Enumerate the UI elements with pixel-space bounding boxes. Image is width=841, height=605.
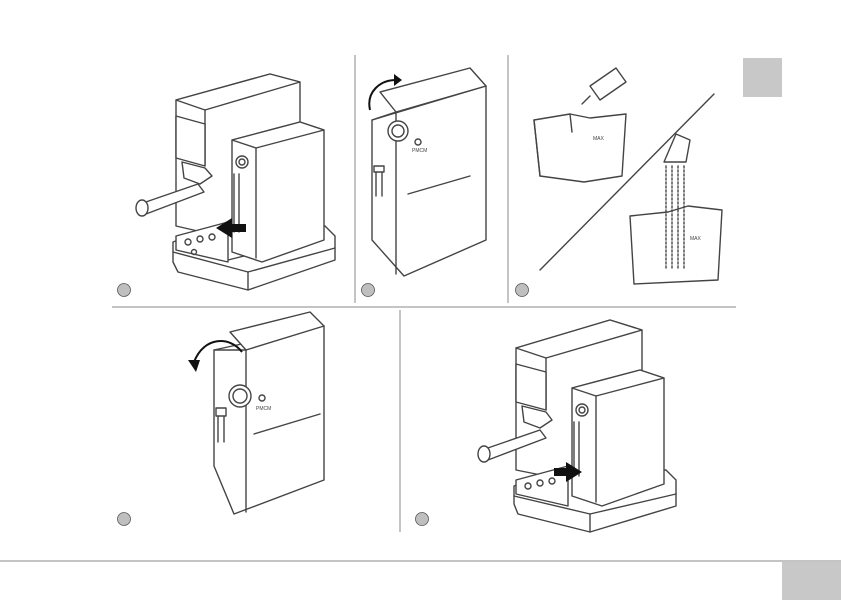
step-2-knob-label: PMCM xyxy=(412,148,427,154)
step-1-machine xyxy=(136,74,335,290)
step-1-marker xyxy=(118,284,131,297)
step-2-marker xyxy=(362,284,375,297)
step-5-machine xyxy=(478,320,676,532)
page-number-tab xyxy=(782,562,841,600)
step-3-marker xyxy=(516,284,529,297)
step-3-tank-label-top: MAX xyxy=(593,136,605,142)
language-tab xyxy=(743,58,782,97)
step-3-tank-label-bottom: MAX xyxy=(690,236,702,242)
step-2-machine: PMCM xyxy=(372,68,486,276)
step-5-marker xyxy=(416,513,429,526)
step-4-marker xyxy=(118,513,131,526)
step-3-illustration: MAX MAX xyxy=(534,68,722,284)
step-4-rotation-arrowhead xyxy=(188,360,200,372)
step-2-rotation-arrowhead xyxy=(394,74,402,86)
step-4-knob-label: PMCM xyxy=(256,406,271,412)
